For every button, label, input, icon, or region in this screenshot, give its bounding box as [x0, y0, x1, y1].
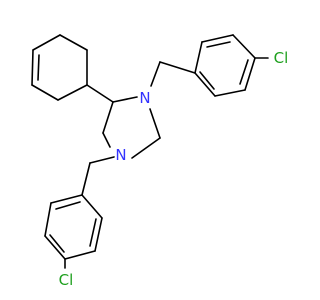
double-bond-inner	[55, 201, 81, 210]
bond	[81, 162, 91, 196]
bond	[81, 194, 103, 219]
bond	[159, 61, 196, 74]
chlorine-atom-label: Cl	[59, 271, 74, 289]
bond	[64, 250, 96, 260]
double-bond-inner	[206, 41, 231, 48]
bond	[102, 101, 114, 134]
bond	[86, 84, 114, 103]
bonds	[31, 34, 269, 269]
structure-diagram: N N Cl Cl	[31, 34, 289, 289]
bond	[112, 96, 138, 103]
bond	[31, 84, 59, 101]
double-bond-inner	[239, 59, 249, 85]
double-bond-inner	[49, 234, 65, 253]
bond	[201, 34, 234, 43]
bond	[50, 194, 83, 204]
bond	[59, 34, 88, 51]
atom-labels: N N Cl Cl	[59, 49, 289, 289]
bond	[57, 84, 88, 101]
bond	[102, 132, 111, 148]
bond	[131, 137, 161, 159]
bond	[44, 202, 52, 237]
bond	[150, 61, 161, 87]
bond	[89, 156, 115, 164]
nitrogen-atom-label: N	[115, 146, 126, 164]
double-bond-inner	[37, 54, 40, 81]
bond	[32, 34, 61, 51]
bond	[31, 49, 34, 86]
bond	[194, 41, 203, 74]
bond	[94, 217, 103, 252]
bond	[244, 57, 256, 91]
double-bond-inner	[89, 218, 97, 247]
bond	[232, 34, 256, 59]
nitrogen-atom-label: N	[139, 89, 150, 107]
chlorine-atom-label: Cl	[274, 49, 289, 67]
double-bond-inner	[199, 71, 215, 90]
bond	[44, 235, 66, 260]
bond	[214, 89, 246, 97]
bond	[149, 108, 161, 139]
bond	[194, 72, 216, 97]
